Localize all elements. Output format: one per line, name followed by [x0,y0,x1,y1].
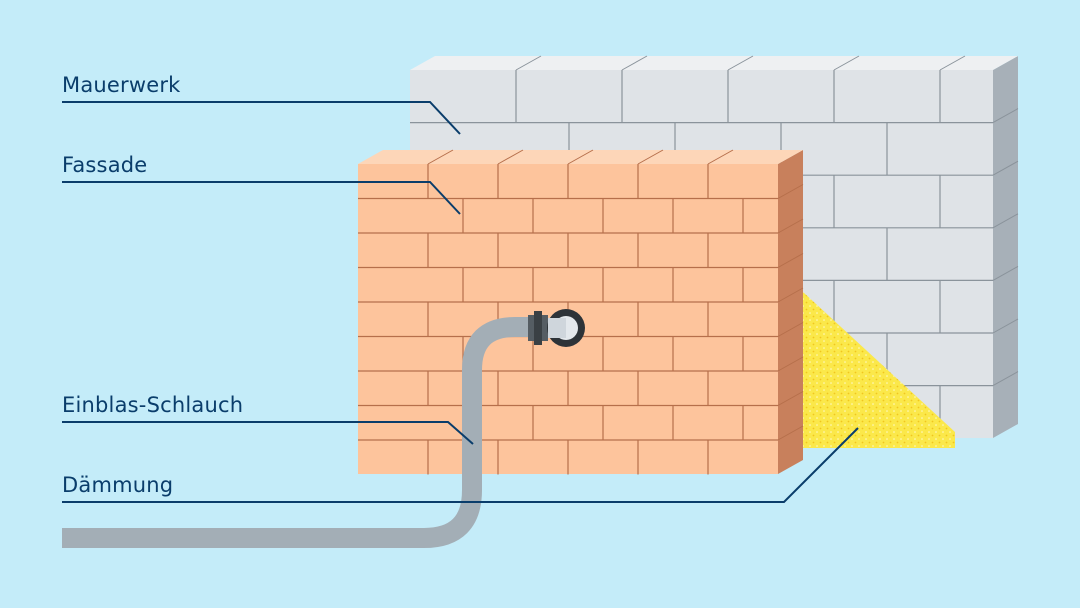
masonry-side-joint [992,108,1019,124]
facade-side-joint [777,425,804,441]
label-hose: Einblas-Schlauch [62,393,244,417]
facade-side-joint [777,391,804,406]
facade-side-joint [777,356,804,372]
leader-line-facade [62,181,461,215]
facade-side-joint [777,253,804,268]
insulation-pile-dots [803,292,955,448]
facade-wall-side [778,150,803,474]
hose-tube [62,317,530,548]
masonry-top-joint [939,55,966,71]
hose-pipe-end [548,318,566,338]
masonry-side-joint [992,371,1019,387]
label-facade: Fassade [62,153,148,177]
facade-side-joint [777,322,804,337]
facade-top-joint [497,149,524,165]
masonry-top-joint [727,55,754,71]
facade-top-joint [427,149,454,165]
facade-top-joint [637,149,664,165]
facade-top-joint [707,149,734,165]
insulation-fill [803,292,955,448]
leader-line-insulation [62,427,859,503]
facade-side-joint [777,218,804,234]
facade-side-joint [777,184,804,199]
hose-nozzle-ring [534,311,542,345]
injection-hose [62,309,585,548]
facade-side-joint [777,287,804,303]
label-insulation: Dämmung [62,473,174,497]
masonry-side-joint [992,265,1019,281]
leader-line-masonry [62,101,461,135]
masonry-side-joint [992,318,1019,334]
masonry-wall-side [993,56,1018,438]
masonry-top-joint [515,55,542,71]
leader-line-hose [62,421,474,445]
masonry-wall-top [410,56,1018,70]
facade-top-joint [567,149,594,165]
masonry-side-joint [992,213,1019,229]
label-masonry: Mauerwerk [62,73,181,97]
masonry-side-joint [992,160,1019,176]
masonry-top-joint [621,55,648,71]
facade-wall [358,149,804,475]
masonry-top-joint [833,55,860,71]
leader-lines [62,101,859,503]
